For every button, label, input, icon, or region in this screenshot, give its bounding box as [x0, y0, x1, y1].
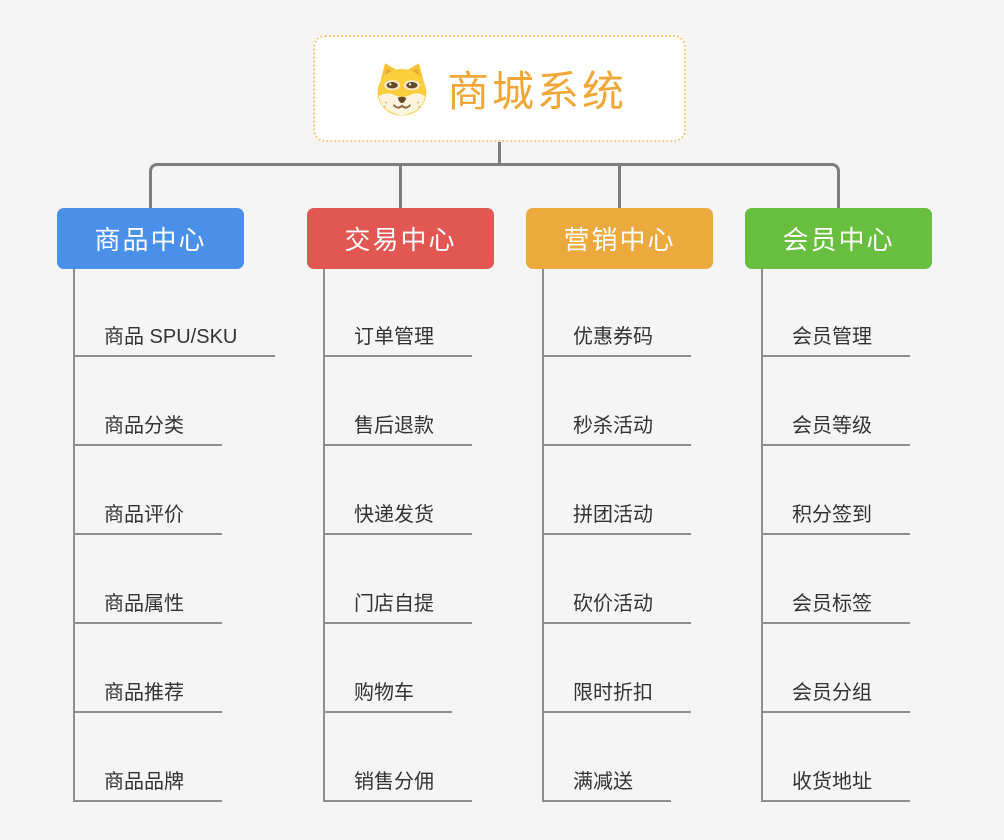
leaf-topic[interactable]: 快递发货	[323, 497, 472, 535]
leaf-topic[interactable]: 满减送	[542, 764, 671, 802]
leaf-topic[interactable]: 会员标签	[761, 586, 910, 624]
root-topic-title: 商城系统	[446, 68, 627, 115]
leaf-topic[interactable]: 会员管理	[761, 319, 910, 357]
connector-drop-branch-2	[399, 165, 402, 209]
root-topic[interactable]: 商城系统	[313, 35, 686, 142]
leaf-topic[interactable]: 订单管理	[323, 319, 472, 357]
leaf-topic[interactable]: 商品品牌	[73, 764, 222, 802]
leaf-topic[interactable]: 售后退款	[323, 408, 472, 446]
leaf-topic[interactable]: 门店自提	[323, 586, 472, 624]
leaf-topic[interactable]: 商品评价	[73, 497, 222, 535]
branch-topic-label: 商品中心	[94, 225, 207, 255]
leaf-topic[interactable]: 积分签到	[761, 497, 910, 535]
connector-drop-branch-3	[618, 165, 621, 209]
leaf-topic[interactable]: 收货地址	[761, 764, 910, 802]
leaf-topic[interactable]: 会员等级	[761, 408, 910, 446]
dog-face-icon	[372, 60, 432, 117]
leaf-topic[interactable]: 砍价活动	[542, 586, 691, 624]
leaf-topic[interactable]: 拼团活动	[542, 497, 691, 535]
leaf-topic[interactable]: 优惠券码	[542, 319, 691, 357]
branch-topic-label: 交易中心	[344, 225, 457, 255]
branch-topic-trade[interactable]: 交易中心	[307, 208, 494, 269]
connector-root-stem	[498, 141, 501, 166]
leaf-topic[interactable]: 会员分组	[761, 675, 910, 713]
leaf-topic[interactable]: 限时折扣	[542, 675, 691, 713]
connector-rail	[149, 163, 840, 209]
leaf-topic[interactable]: 购物车	[323, 675, 452, 713]
branch-topic-members[interactable]: 会员中心	[745, 208, 932, 269]
branch-topic-products[interactable]: 商品中心	[57, 208, 244, 269]
branch-topic-label: 营销中心	[563, 225, 676, 255]
branch-topic-label: 会员中心	[782, 225, 895, 255]
leaf-topic[interactable]: 商品分类	[73, 408, 222, 446]
leaf-topic[interactable]: 秒杀活动	[542, 408, 691, 446]
leaf-topic[interactable]: 商品 SPU/SKU	[73, 319, 276, 357]
leaf-topic[interactable]: 销售分佣	[323, 764, 472, 802]
branch-topic-marketing[interactable]: 营销中心	[526, 208, 713, 269]
leaf-topic[interactable]: 商品推荐	[73, 675, 222, 713]
leaf-topic[interactable]: 商品属性	[73, 586, 222, 624]
